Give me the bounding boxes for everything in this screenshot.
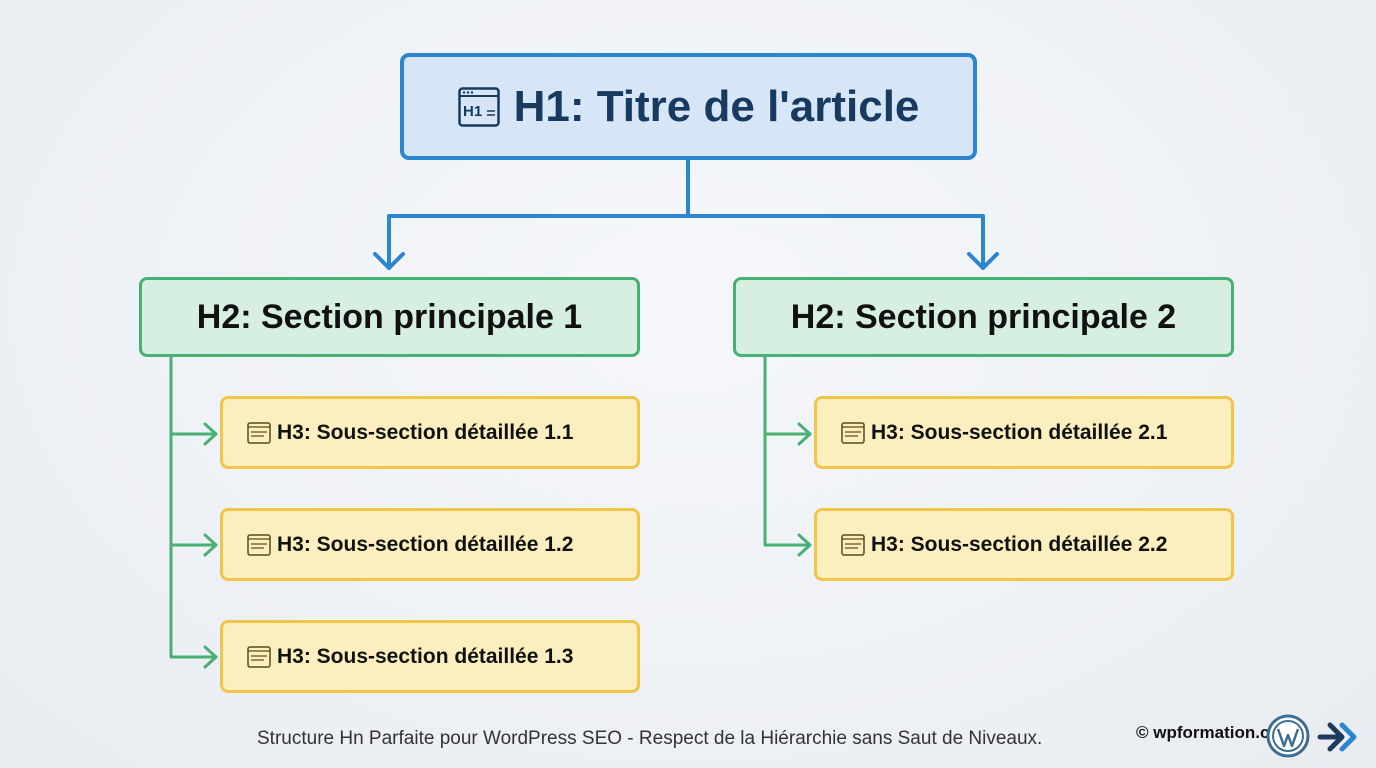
h1-icon-text: H1 — [463, 103, 482, 120]
h3-subsection-label: H3: Sous-section détaillée 1.3 — [277, 644, 574, 668]
h2-section-label: H2: Section principale 2 — [790, 297, 1177, 336]
h3-tag-icon — [841, 533, 865, 556]
h3-subsection-label: H3: Sous-section détaillée 1.1 — [277, 420, 574, 444]
h2-section-box-2: H2: Section principale 2 — [733, 277, 1234, 357]
double-chevron-right-icon — [1316, 719, 1360, 760]
h3-subsection-box: H3: Sous-section détaillée 2.2 — [814, 508, 1234, 581]
h2-section-box-1: H2: Section principale 1 — [139, 277, 640, 357]
h3-subsection-label: H3: Sous-section détaillée 2.1 — [871, 420, 1168, 444]
h1-title-label: H1: Titre de l'article — [513, 81, 920, 131]
h3-subsection-label: H3: Sous-section détaillée 2.2 — [871, 532, 1168, 556]
h3-subsection-label: H3: Sous-section détaillée 1.2 — [277, 532, 574, 556]
h3-subsection-box: H3: Sous-section détaillée 1.3 — [220, 620, 640, 693]
h1-title-box: H1 H1: Titre de l'article — [400, 53, 977, 160]
h3-subsection-box: H3: Sous-section détaillée 1.1 — [220, 396, 640, 469]
footer-caption: Structure Hn Parfaite pour WordPress SEO… — [257, 728, 1043, 749]
h3-tag-icon — [247, 645, 271, 668]
wordpress-logo-icon — [1266, 714, 1310, 763]
copyright-credit: © wpformation.com — [1136, 723, 1295, 742]
h3-tag-icon — [841, 421, 865, 444]
h3-tag-icon — [247, 421, 271, 444]
h3-subsection-box: H3: Sous-section détaillée 1.2 — [220, 508, 640, 581]
h1-tag-icon: H1 — [457, 86, 500, 127]
h3-tag-icon — [247, 533, 271, 556]
h3-subsection-box: H3: Sous-section détaillée 2.1 — [814, 396, 1234, 469]
h2-section-label: H2: Section principale 1 — [196, 297, 583, 336]
